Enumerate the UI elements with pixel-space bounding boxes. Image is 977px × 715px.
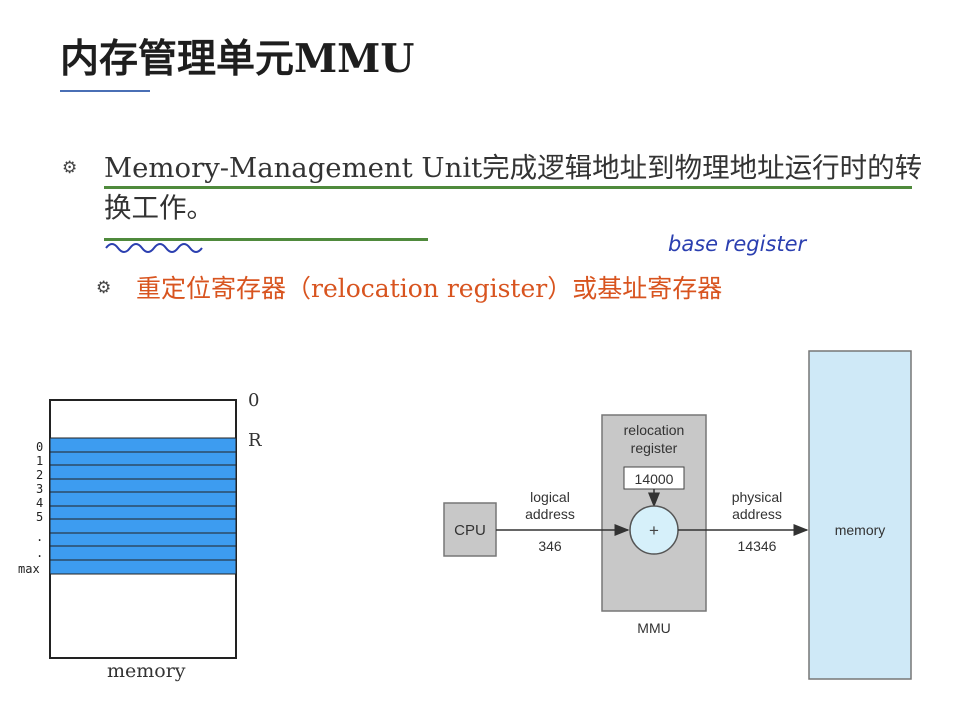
cpu-box [443, 502, 497, 557]
highlight-underline-2 [104, 238, 428, 241]
gear-bullet-icon: ⚙ [62, 158, 78, 178]
logical-address-value: 346 [538, 538, 562, 554]
handwritten-squiggle [105, 243, 203, 253]
bullet-relocation-register: 重定位寄存器（relocation register）或基址寄存器 [136, 274, 723, 303]
physical-address-label-line1: physical [732, 489, 783, 505]
memory-box-label: memory [835, 522, 886, 538]
gear-bullet-icon: ⚙ [96, 278, 112, 298]
memory-index: . [36, 530, 44, 544]
memory-index: 5 [36, 510, 44, 524]
memory-index: 3 [36, 482, 44, 496]
logical-address-label-line1: logical [530, 489, 570, 505]
cpu-label: CPU [454, 522, 486, 539]
title-underline [60, 90, 150, 92]
relocation-label-line1: relocation [624, 422, 685, 438]
memory-r-marker: R [248, 430, 262, 451]
bullet-mmu-description: Memory-Management Unit完成逻辑地址到物理地址运行时的转换工… [104, 152, 923, 224]
memory-index: 0 [36, 440, 44, 454]
memory-top-marker: 0 [248, 390, 260, 411]
highlight-underline-1 [104, 186, 912, 189]
memory-index: 1 [36, 454, 44, 468]
logical-address-label-line2: address [525, 506, 575, 522]
physical-address-value: 14346 [738, 538, 777, 554]
memory-index: max [18, 562, 40, 576]
memory-index: . [36, 546, 44, 560]
memory-index: 2 [36, 468, 44, 482]
memory-slot-lines [50, 451, 236, 561]
handwritten-note: base register [668, 232, 807, 256]
page-title: 内存管理单元MMU [60, 36, 415, 82]
mmu-label: MMU [637, 620, 670, 636]
relocation-register-value: 14000 [635, 471, 674, 487]
physical-address-label-line2: address [732, 506, 782, 522]
relocation-label-line2: register [631, 440, 678, 456]
adder-plus-sign: + [649, 521, 659, 540]
memory-caption: memory [107, 660, 186, 682]
memory-index: 4 [36, 496, 44, 510]
main-memory-box [808, 350, 912, 680]
